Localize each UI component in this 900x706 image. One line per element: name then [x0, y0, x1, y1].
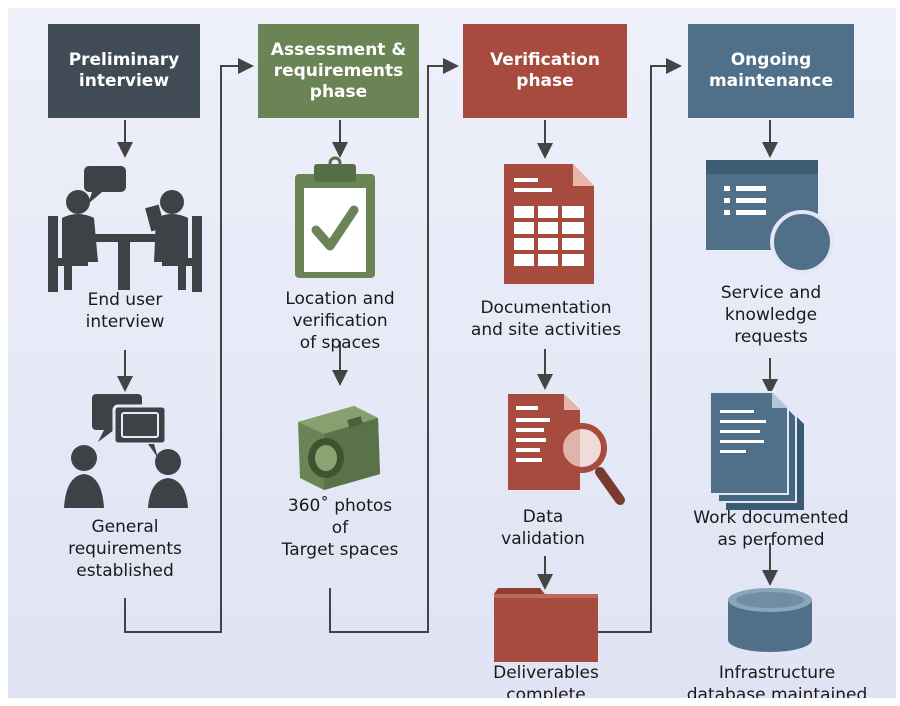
step-deliverables: Deliverables complete	[493, 663, 599, 698]
flow-connectors	[117, 58, 778, 633]
clipboard-checkmark-icon	[295, 156, 375, 278]
step-documentation: Documentation and site activities	[470, 298, 622, 340]
application-window-icon	[706, 160, 834, 274]
camera-icon	[298, 406, 380, 490]
connector-2-to-3	[329, 58, 459, 633]
diagram-canvas: Preliminary interview Assessment & requi…	[8, 8, 896, 698]
step-360-photos: 360˚ photos of Target spaces	[281, 496, 399, 560]
document-stack-icon	[709, 391, 804, 510]
phase-title-2: Assessment & requirements phase	[270, 39, 407, 102]
spreadsheet-document-icon	[504, 164, 594, 284]
speech-bubbles-people-icon	[64, 394, 188, 508]
phase-title-4: Ongoing maintenance	[708, 50, 834, 91]
phase-box-preliminary-interview: Preliminary interview	[48, 24, 200, 118]
step-location-verification: Location and verification of spaces	[285, 289, 395, 353]
step-infrastructure-db: Infrastructure database maintained	[686, 663, 868, 698]
connector-3-to-4	[598, 58, 682, 633]
phase-box-assessment: Assessment & requirements phase	[258, 24, 419, 118]
connector-1-to-2	[124, 58, 254, 633]
phase-box-verification: Verification phase	[463, 24, 627, 118]
step-general-requirements: General requirements established	[68, 517, 182, 581]
document-magnifier-icon	[508, 394, 625, 505]
step-data-validation: Data validation	[501, 507, 585, 549]
step-end-user-interview: End user interview	[85, 290, 165, 332]
database-cylinder-icon	[728, 588, 812, 652]
step-work-documented: Work documented as perfomed	[693, 508, 849, 550]
phase-box-ongoing-maintenance: Ongoing maintenance	[688, 24, 854, 118]
phase-title-1: Preliminary interview	[68, 50, 180, 91]
phase-title-3: Verification phase	[490, 50, 600, 91]
interview-table-icon	[48, 166, 202, 292]
step-service-requests: Service and knowledge requests	[720, 283, 822, 347]
folder-icon	[494, 588, 598, 662]
icons-layer	[48, 156, 834, 662]
